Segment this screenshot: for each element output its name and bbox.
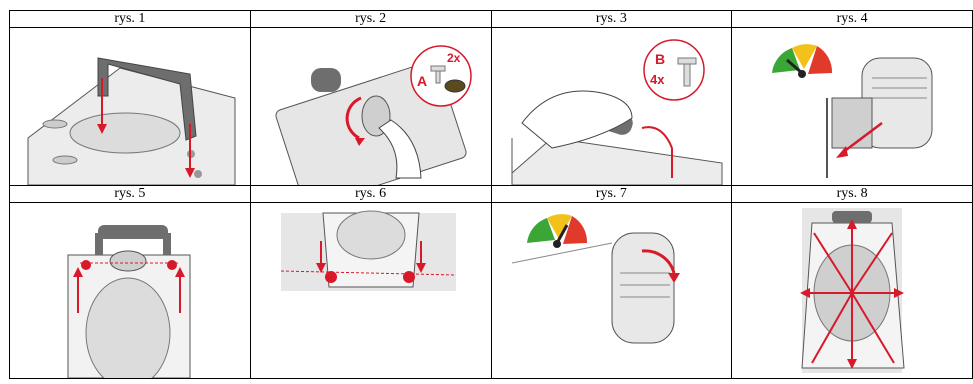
caption-rys-3: rys. 3 <box>492 11 732 28</box>
illustration-final-check <box>732 203 973 378</box>
figure-cell-3: rys. 3 B 4x <box>491 11 732 186</box>
figure-cell-2: rys. 2 A 2x <box>250 11 491 186</box>
figure-cell-6: rys. 6 <box>250 186 491 379</box>
caption-rys-8: rys. 8 <box>732 186 972 203</box>
illustration-rear-screws <box>10 203 252 378</box>
figure-cell-1: rys. 1 <box>10 11 251 186</box>
caption-rys-4: rys. 4 <box>732 11 972 28</box>
callout-b-letter: B <box>655 51 665 67</box>
illustration-screw-b: B 4x <box>492 28 734 185</box>
caption-rys-1: rys. 1 <box>10 11 250 28</box>
figure-cell-5: rys. 5 <box>10 186 251 379</box>
figure-grid: rys. 1 rys. 2 <box>9 10 973 379</box>
callout-a-count: 2x <box>447 51 461 65</box>
illustration-gauge-connector <box>732 28 973 185</box>
figure-cell-7: rys. 7 <box>491 186 732 379</box>
callout-b-count: 4x <box>650 72 665 87</box>
caption-rys-6: rys. 6 <box>251 186 491 203</box>
figure-cell-8: rys. 8 <box>732 186 973 379</box>
illustration-front-screws <box>251 203 493 378</box>
figure-cell-4: rys. 4 <box>732 11 973 186</box>
illustration-gauge-tighten <box>492 203 734 378</box>
illustration-handle-install <box>10 28 252 185</box>
illustration-screw-a: A 2x <box>251 28 493 185</box>
caption-rys-2: rys. 2 <box>251 11 491 28</box>
caption-rys-5: rys. 5 <box>10 186 250 203</box>
callout-a-letter: A <box>417 73 427 89</box>
caption-rys-7: rys. 7 <box>492 186 732 203</box>
